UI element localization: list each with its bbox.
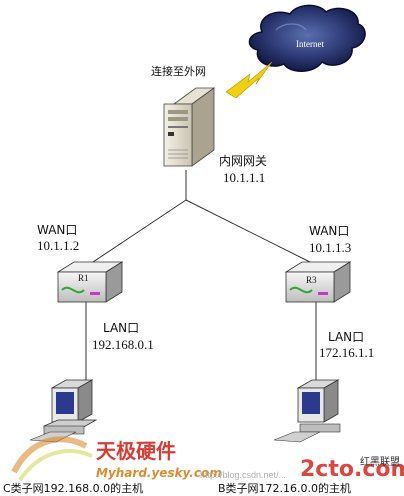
r3-lan-label: LAN口 xyxy=(328,330,365,344)
lightning-icon xyxy=(225,61,273,99)
r1-wan-label: WAN口 xyxy=(37,223,78,237)
internet-label: Internet xyxy=(296,39,324,49)
r3-lan-ip: 172.16.1.1 xyxy=(319,345,375,360)
router-r1-icon xyxy=(56,261,124,303)
r3-wan-ip: 10.1.1.3 xyxy=(309,240,352,255)
gateway-caption: 连接至外网 xyxy=(151,65,206,78)
r3-wan-label: WAN口 xyxy=(309,224,350,238)
blog-watermark-text: http://blog.csdn.net/... xyxy=(200,470,286,480)
yesky-brand-text: 天极硬件 xyxy=(96,439,176,463)
internet-cloud-icon xyxy=(248,4,366,72)
link-to-r1 xyxy=(89,199,187,265)
2cto-logo-text: 2cto.com xyxy=(300,457,404,482)
gateway-ip: 10.1.1.1 xyxy=(223,170,266,185)
gateway-server-icon xyxy=(163,87,216,167)
r1-lan-ip: 192.168.0.1 xyxy=(92,337,154,352)
connection-lines xyxy=(85,170,317,390)
link-to-r3 xyxy=(185,199,315,265)
computer-left-icon xyxy=(29,379,98,443)
gateway-name: 内网网关 xyxy=(219,154,268,168)
r1-lan-label: LAN口 xyxy=(103,321,140,335)
pc-left-caption: C类子网192.168.0.0的主机 xyxy=(3,482,144,495)
router-r3-label: R3 xyxy=(306,275,317,285)
computer-right-icon xyxy=(273,379,341,443)
r1-wan-ip: 10.1.1.2 xyxy=(37,238,80,253)
yesky-watermark xyxy=(11,436,93,482)
router-r1-label: R1 xyxy=(78,273,89,283)
pc-right-caption: B类子网172.16.0.0的主机 xyxy=(218,482,352,495)
router-r3-icon xyxy=(284,261,352,303)
hongheilianmeng-text: 红黑联盟 xyxy=(360,455,400,468)
yesky-url-text: Myhard.yesky.com xyxy=(96,466,222,480)
